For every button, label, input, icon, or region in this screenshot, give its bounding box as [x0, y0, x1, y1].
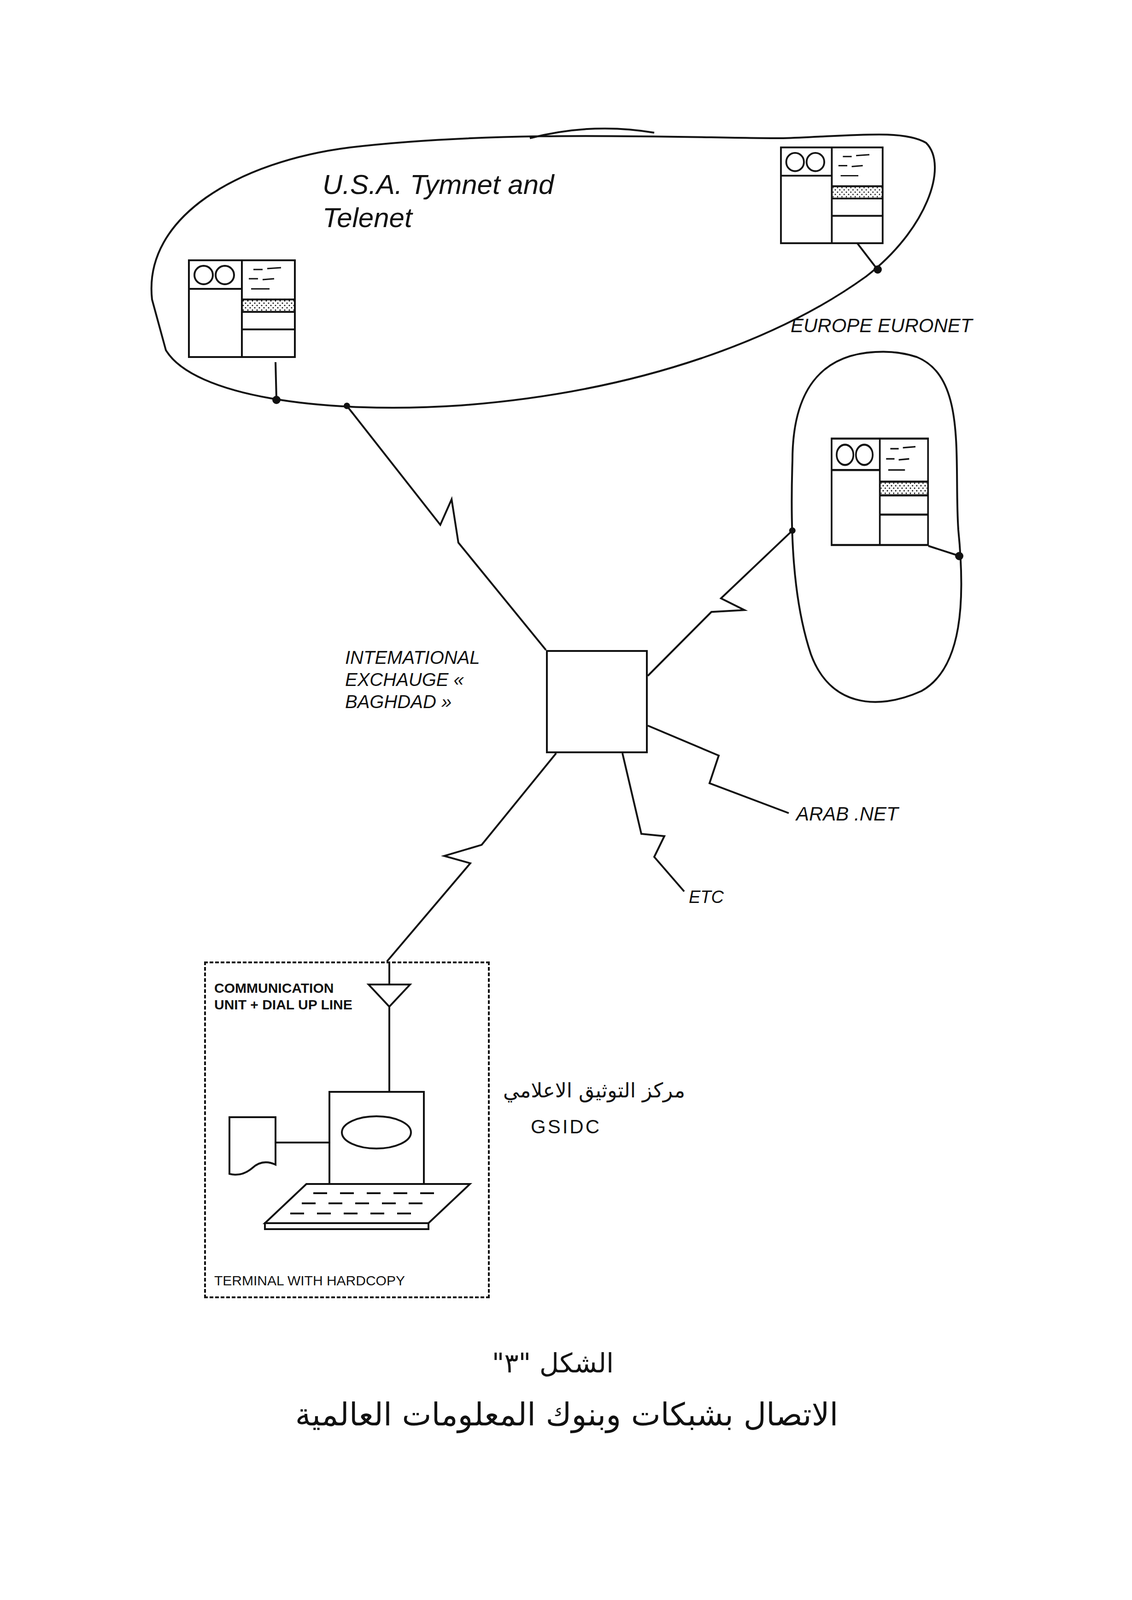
- computer-link: [273, 242, 963, 560]
- terminal-box: COMMUNICATION UNIT + DIAL UP LINE TERMINA…: [204, 961, 490, 1299]
- network-link: [647, 725, 789, 814]
- unit-label: COMMUNICATION UNIT + DIAL UP LINE: [214, 979, 358, 1014]
- figure-caption: الاتصال بشبكات وبنوك المعلومات العالمية: [295, 1395, 839, 1434]
- zigzag-link: [346, 405, 546, 651]
- centre-name: مركز التوثيق الاعلامي: [503, 1078, 686, 1103]
- region-outline: [791, 351, 962, 702]
- network-link: [622, 753, 685, 892]
- region-outline: [790, 351, 966, 712]
- region-name: U.S.A. Tymnet and Telenet: [322, 168, 646, 235]
- zigzag-link: [647, 530, 793, 676]
- exchange-box: INTEMATIONAL EXCHAUGE « BAGHDAD »: [545, 650, 648, 754]
- computer-icon: [831, 438, 928, 546]
- computer-icon: [780, 147, 883, 244]
- network-region: U.S.A. Tymnet and Telenet: [142, 133, 940, 411]
- keyboard-keys: [290, 1193, 435, 1214]
- network-name: ARAB .NET: [796, 802, 899, 826]
- region-name: EUROPE EURONET: [790, 314, 973, 338]
- network-region: EUROPE EURONET: [790, 351, 966, 712]
- computer-icon: [188, 260, 295, 358]
- zigzag-link: [387, 753, 557, 962]
- figure-number: الشكل "٣": [492, 1347, 614, 1380]
- unit-label: TERMINAL WITH HARDCOPY: [214, 1272, 405, 1290]
- centre-code: GSIDC: [530, 1115, 602, 1139]
- exchange-name: INTEMATIONAL EXCHAUGE « BAGHDAD »: [345, 646, 502, 713]
- region-outline: [151, 134, 935, 408]
- network-name: ETC: [688, 886, 724, 909]
